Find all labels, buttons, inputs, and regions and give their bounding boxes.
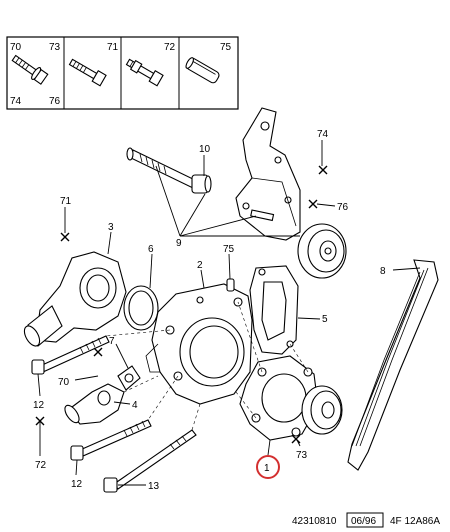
fastener-legend: 70 73 74 76 71 72 75: [6, 36, 239, 110]
legend-label-73: 73: [49, 42, 61, 53]
callout-71: 71: [60, 196, 72, 207]
legend-label-76: 76: [49, 96, 61, 107]
callout-9: 9: [176, 238, 182, 249]
water-pump: [239, 355, 343, 441]
legend-label-71: 71: [107, 42, 119, 53]
callout-labels: 71 74 76 10 9 3 6 75 2 5 8 7 70 4 12 72 …: [33, 129, 386, 492]
callout-76: 76: [337, 202, 349, 213]
callout-2: 2: [197, 260, 203, 271]
callout-13: 13: [148, 481, 160, 492]
tensioner-bolt: [126, 147, 212, 194]
water-pump-housing: [145, 283, 253, 405]
callout-75: 75: [223, 244, 235, 255]
idler-pulley: [297, 223, 347, 279]
coolant-outlet: [64, 383, 125, 425]
legend-label-70: 70: [10, 42, 22, 53]
leader-lines: [37, 140, 421, 486]
callout-7: 7: [109, 336, 115, 347]
callout-12-upper: 12: [33, 400, 45, 411]
legend-label-75: 75: [220, 42, 232, 53]
dowel-pin: [226, 278, 235, 292]
footer-ref: 4F 12A86A: [390, 516, 440, 527]
callout-5: 5: [322, 314, 328, 325]
bolt-12-lower: [70, 419, 152, 461]
callout-8: 8: [380, 266, 386, 277]
legend-label-72: 72: [164, 42, 176, 53]
outlet-gasket: [117, 365, 141, 391]
callout-4: 4: [132, 400, 138, 411]
bolt-with-nut-icon: [125, 58, 164, 87]
footer-reference: 42310810 06/96 4F 12A86A: [292, 512, 440, 528]
callout-1: 1: [264, 463, 270, 474]
callout-6: 6: [148, 244, 154, 255]
callout-10: 10: [199, 144, 211, 155]
alignment-lines: [105, 301, 309, 431]
tensioner-bracket: [235, 107, 347, 279]
footer-code: 42310810: [292, 516, 337, 527]
callout-70: 70: [58, 377, 70, 388]
callout-72: 72: [35, 460, 47, 471]
callout-3: 3: [108, 222, 114, 233]
bolt-with-washer-icon: [11, 54, 49, 85]
bolt-icon: [68, 58, 107, 87]
drive-belt: [347, 259, 439, 471]
callout-74: 74: [317, 129, 329, 140]
pump-gasket: [249, 265, 299, 355]
thermostat-housing: [23, 251, 127, 347]
fastener-markers: [35, 165, 328, 444]
footer-date: 06/96: [351, 516, 376, 527]
legend-label-74: 74: [10, 96, 22, 107]
thermostat-gasket: [123, 285, 159, 331]
callout-12-lower: 12: [71, 479, 83, 490]
callout-73: 73: [296, 450, 308, 461]
highlight-circle: [256, 455, 280, 479]
bolt-13: [103, 429, 197, 493]
dowel-pin-icon: [185, 57, 220, 84]
